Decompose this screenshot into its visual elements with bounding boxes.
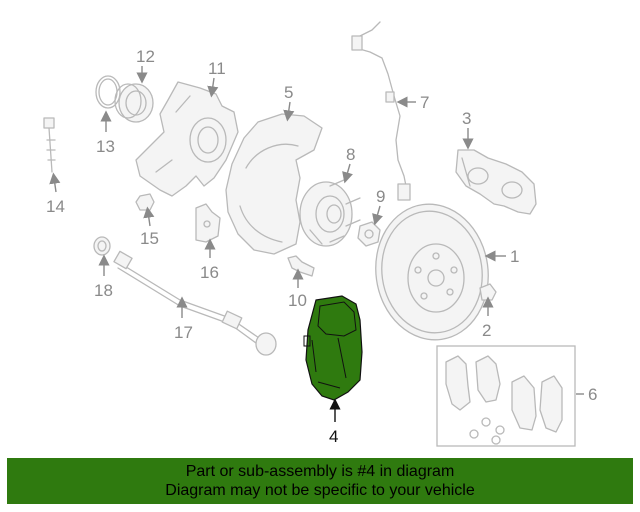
hub-nut-part (357, 221, 381, 247)
steering-knuckle-part (135, 81, 239, 197)
leader-9 (372, 205, 383, 226)
pad-kit-box (436, 345, 576, 447)
leader-15 (143, 206, 155, 227)
callout-7: 7 (420, 93, 429, 112)
cable-part-17 (113, 250, 277, 356)
callout-2: 2 (482, 321, 491, 340)
callout-9: 9 (376, 187, 385, 206)
callout-8: 8 (346, 145, 355, 164)
leader-5 (283, 101, 295, 122)
callout-14: 14 (46, 197, 65, 216)
banner-line-1: Part or sub-assembly is #4 in diagram (185, 463, 455, 480)
snap-ring-part (95, 75, 121, 109)
exploded-parts-diagram: 12 11 13 14 5 7 3 8 9 15 16 1 10 2 18 17… (43, 21, 597, 447)
callout-18: 18 (94, 281, 113, 300)
wheel-bearing-part (114, 83, 154, 123)
banner-line-2: Diagram may not be specific to your vehi… (165, 482, 475, 499)
callout-11: 11 (208, 59, 226, 78)
bracket-part (195, 203, 221, 243)
callout-4: 4 (329, 427, 338, 446)
splash-shield-part (225, 113, 323, 255)
bolt-part (43, 117, 56, 173)
callout-17: 17 (174, 323, 193, 342)
callout-13: 13 (96, 137, 115, 156)
bushing-part-18 (93, 236, 111, 256)
wear-sensor-part (351, 21, 411, 201)
leader-11 (207, 77, 219, 98)
nut-part-15 (135, 193, 155, 211)
callout-10: 10 (288, 291, 307, 310)
leader-14 (49, 172, 61, 193)
callout-5: 5 (284, 83, 293, 102)
callout-1: 1 (510, 247, 519, 266)
callout-12: 12 (136, 47, 155, 66)
callout-16: 16 (200, 263, 219, 282)
washer-part (479, 283, 497, 301)
brake-caliper-part (455, 149, 537, 215)
highlighted-brake-pad-part (303, 295, 363, 401)
notice-banner: Part or sub-assembly is #4 in diagram Di… (7, 458, 633, 504)
brake-rotor-part (375, 203, 489, 341)
callout-6: 6 (588, 385, 597, 404)
callout-15: 15 (140, 229, 159, 248)
wheel-hub-part (299, 179, 361, 247)
guide-pin-part (287, 255, 315, 277)
leader-8 (342, 163, 353, 184)
callout-3: 3 (462, 109, 471, 128)
